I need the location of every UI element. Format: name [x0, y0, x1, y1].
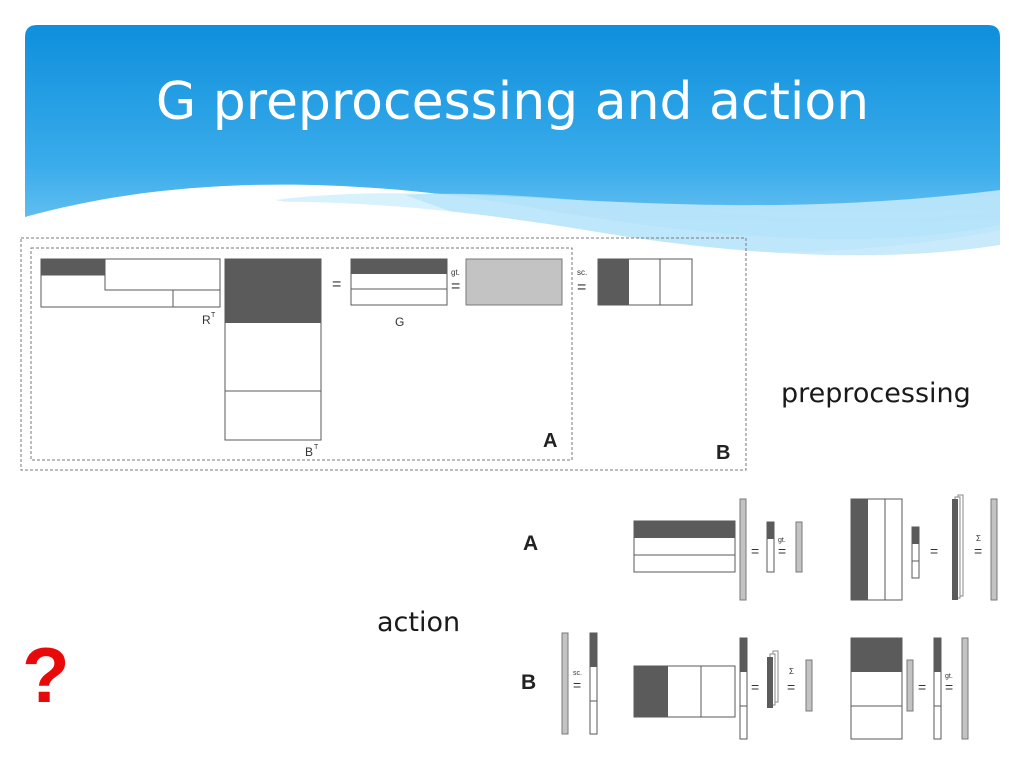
equals-sign: = [930, 543, 938, 559]
action-b-stacked-vectors [767, 650, 779, 708]
action-b-input-vector [561, 632, 569, 735]
dashed-box-b [20, 237, 747, 471]
equals-sign: = [332, 276, 341, 293]
action-a-partial-vector [766, 521, 775, 573]
scattered-block [597, 258, 693, 306]
dashed-box-a [30, 247, 573, 461]
matrix-g-label: G [395, 315, 404, 329]
preprocessing-label: preprocessing [781, 378, 971, 409]
row-a-label: A [523, 532, 538, 555]
gathered-block [465, 258, 563, 306]
action-b-scattered-vector [589, 632, 598, 735]
equals-sign: = [751, 679, 759, 695]
action-b-matrix-transpose [850, 637, 903, 740]
op-gt-label: gt. [945, 673, 953, 680]
action-b-result-vector [805, 659, 813, 712]
op-sum-label: Σ [976, 534, 981, 543]
action-b-final-vector [961, 637, 969, 740]
equals-sign: = [573, 677, 581, 693]
equals-sign: = [751, 543, 759, 559]
action-a-stacked-vectors [952, 494, 964, 600]
equals-sign: = [787, 679, 795, 695]
equals-sign: = [945, 679, 953, 695]
box-b-label: B [716, 442, 730, 464]
slide-title: G preprocessing and action [155, 72, 870, 132]
equals-sign: = [974, 543, 982, 559]
box-a-label: A [543, 430, 557, 452]
matrix-r-transpose [40, 258, 221, 308]
op-sc-label: sc. [573, 670, 582, 677]
matrix-g [350, 258, 448, 306]
equals-sign: = [918, 679, 926, 695]
op-sc-label: sc. [577, 268, 587, 277]
action-b-matrix [633, 665, 736, 718]
op-gt-label: gt. [778, 537, 786, 544]
equals-sign: = [577, 279, 586, 296]
matrix-r-label: R [202, 313, 211, 327]
action-b-gathered-vector [906, 659, 914, 712]
equals-sign: = [778, 543, 786, 559]
matrix-r-transpose-mark: T [211, 312, 216, 319]
action-a-matrix-g [633, 520, 736, 573]
row-b-label: B [521, 671, 536, 694]
action-b-block-vector [933, 637, 942, 740]
action-a-result-vector [795, 521, 803, 573]
action-a-matrix-b [850, 498, 903, 601]
matrix-b-label: B [305, 445, 313, 459]
matrix-b-transpose [224, 258, 322, 441]
action-a-final-vector [990, 498, 998, 601]
question-mark: ? [22, 631, 70, 719]
op-sum-label: Σ [789, 667, 794, 676]
op-gt-label: gt. [451, 268, 460, 277]
action-b-vector [739, 637, 748, 740]
action-a-block-vector [911, 526, 920, 579]
equals-sign: = [451, 278, 460, 295]
matrix-b-transpose-mark: T [314, 444, 319, 451]
action-a-vector [739, 498, 747, 601]
action-label: action [377, 607, 461, 638]
